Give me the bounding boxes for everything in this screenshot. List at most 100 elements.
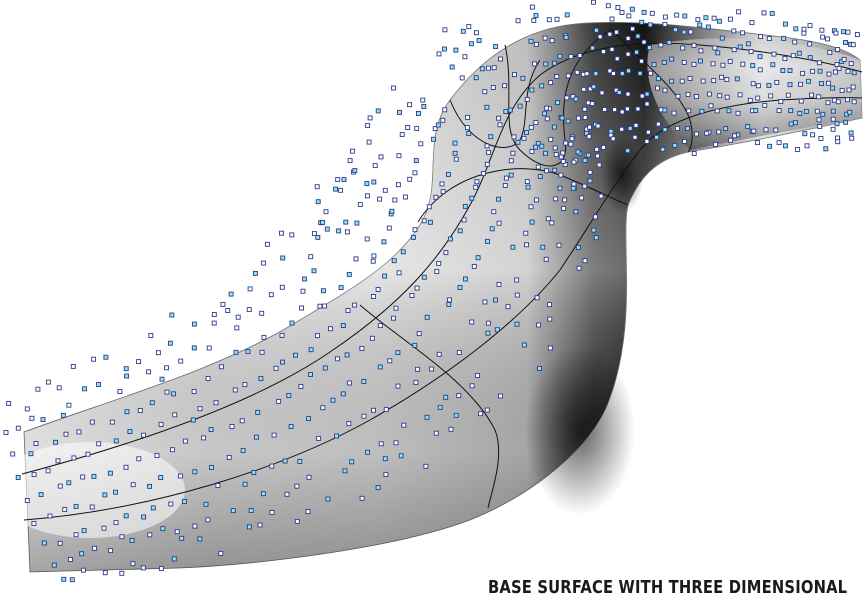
control-point[interactable] bbox=[421, 218, 427, 224]
control-point[interactable] bbox=[3, 430, 9, 435]
control-point[interactable] bbox=[573, 209, 579, 215]
control-point[interactable] bbox=[535, 164, 541, 170]
control-point[interactable] bbox=[614, 56, 620, 62]
control-point[interactable] bbox=[505, 304, 511, 310]
control-point[interactable] bbox=[543, 61, 549, 67]
control-point[interactable] bbox=[389, 208, 395, 214]
control-point[interactable] bbox=[375, 108, 381, 114]
control-point[interactable] bbox=[269, 510, 275, 515]
control-point[interactable] bbox=[361, 413, 367, 419]
control-point[interactable] bbox=[378, 441, 384, 447]
control-point[interactable] bbox=[816, 117, 822, 123]
control-point[interactable] bbox=[662, 87, 668, 93]
control-point[interactable] bbox=[710, 61, 716, 67]
control-point[interactable] bbox=[294, 518, 300, 524]
control-point[interactable] bbox=[494, 327, 500, 333]
control-point[interactable] bbox=[533, 144, 539, 150]
control-point[interactable] bbox=[177, 473, 183, 479]
control-point[interactable] bbox=[456, 350, 462, 355]
control-point[interactable] bbox=[447, 236, 453, 242]
control-point[interactable] bbox=[491, 65, 497, 71]
control-point[interactable] bbox=[123, 366, 129, 372]
control-point[interactable] bbox=[308, 372, 313, 377]
control-point[interactable] bbox=[793, 26, 799, 32]
control-point[interactable] bbox=[810, 68, 816, 74]
control-point[interactable] bbox=[466, 131, 472, 136]
control-point[interactable] bbox=[576, 115, 581, 121]
control-point[interactable] bbox=[370, 294, 376, 299]
control-point[interactable] bbox=[562, 197, 568, 203]
control-point[interactable] bbox=[517, 103, 523, 109]
control-point[interactable] bbox=[294, 483, 300, 489]
control-point[interactable] bbox=[641, 9, 647, 15]
control-point[interactable] bbox=[333, 186, 339, 192]
control-point[interactable] bbox=[375, 287, 381, 292]
control-point[interactable] bbox=[542, 35, 548, 41]
control-point[interactable] bbox=[695, 17, 701, 23]
control-points[interactable] bbox=[3, 0, 860, 583]
control-point[interactable] bbox=[345, 308, 351, 313]
control-point[interactable] bbox=[563, 34, 569, 40]
control-point[interactable] bbox=[383, 471, 389, 477]
control-point[interactable] bbox=[672, 142, 678, 148]
control-point[interactable] bbox=[546, 17, 552, 23]
control-point[interactable] bbox=[276, 398, 282, 404]
control-point[interactable] bbox=[460, 28, 466, 34]
control-point[interactable] bbox=[352, 302, 358, 308]
control-point[interactable] bbox=[315, 199, 321, 205]
control-point[interactable] bbox=[612, 107, 618, 113]
control-point[interactable] bbox=[136, 359, 142, 365]
control-point[interactable] bbox=[557, 185, 563, 191]
control-point[interactable] bbox=[512, 72, 517, 78]
control-point[interactable] bbox=[762, 102, 768, 108]
control-point[interactable] bbox=[524, 130, 530, 135]
control-point[interactable] bbox=[89, 504, 95, 510]
control-point[interactable] bbox=[700, 78, 706, 84]
control-point[interactable] bbox=[496, 196, 502, 202]
control-point[interactable] bbox=[15, 475, 21, 480]
control-point[interactable] bbox=[486, 149, 491, 155]
control-point[interactable] bbox=[178, 358, 184, 364]
control-point[interactable] bbox=[548, 80, 554, 86]
control-point[interactable] bbox=[205, 517, 211, 523]
control-point[interactable] bbox=[248, 508, 254, 513]
control-point[interactable] bbox=[807, 23, 813, 29]
control-point[interactable] bbox=[258, 376, 264, 382]
control-point[interactable] bbox=[545, 216, 551, 222]
control-point[interactable] bbox=[73, 503, 79, 509]
control-point[interactable] bbox=[582, 258, 588, 264]
control-point[interactable] bbox=[846, 87, 852, 93]
control-point[interactable] bbox=[330, 397, 336, 403]
control-point[interactable] bbox=[529, 87, 535, 93]
control-point[interactable] bbox=[662, 21, 668, 27]
control-point[interactable] bbox=[498, 56, 503, 62]
control-point[interactable] bbox=[720, 62, 726, 68]
control-point[interactable] bbox=[552, 60, 558, 66]
control-point[interactable] bbox=[644, 101, 650, 107]
control-point[interactable] bbox=[817, 124, 823, 129]
control-point[interactable] bbox=[666, 40, 672, 45]
control-point[interactable] bbox=[736, 9, 742, 15]
control-point[interactable] bbox=[607, 31, 613, 37]
control-point[interactable] bbox=[609, 46, 615, 52]
control-point[interactable] bbox=[798, 81, 803, 87]
control-point[interactable] bbox=[674, 12, 680, 18]
control-point[interactable] bbox=[737, 92, 743, 98]
control-point[interactable] bbox=[150, 505, 156, 511]
control-point[interactable] bbox=[336, 228, 342, 234]
control-point[interactable] bbox=[854, 32, 860, 37]
control-point[interactable] bbox=[797, 110, 803, 116]
control-point[interactable] bbox=[482, 299, 488, 305]
control-point[interactable] bbox=[542, 111, 548, 117]
control-point[interactable] bbox=[571, 181, 577, 187]
control-point[interactable] bbox=[529, 219, 535, 225]
control-point[interactable] bbox=[375, 485, 381, 490]
control-point[interactable] bbox=[338, 187, 344, 193]
control-point[interactable] bbox=[158, 475, 164, 480]
control-point[interactable] bbox=[776, 108, 782, 113]
control-point[interactable] bbox=[585, 100, 591, 106]
control-point[interactable] bbox=[816, 60, 822, 66]
control-point[interactable] bbox=[269, 463, 275, 469]
control-point[interactable] bbox=[346, 380, 352, 386]
control-point[interactable] bbox=[413, 379, 419, 385]
